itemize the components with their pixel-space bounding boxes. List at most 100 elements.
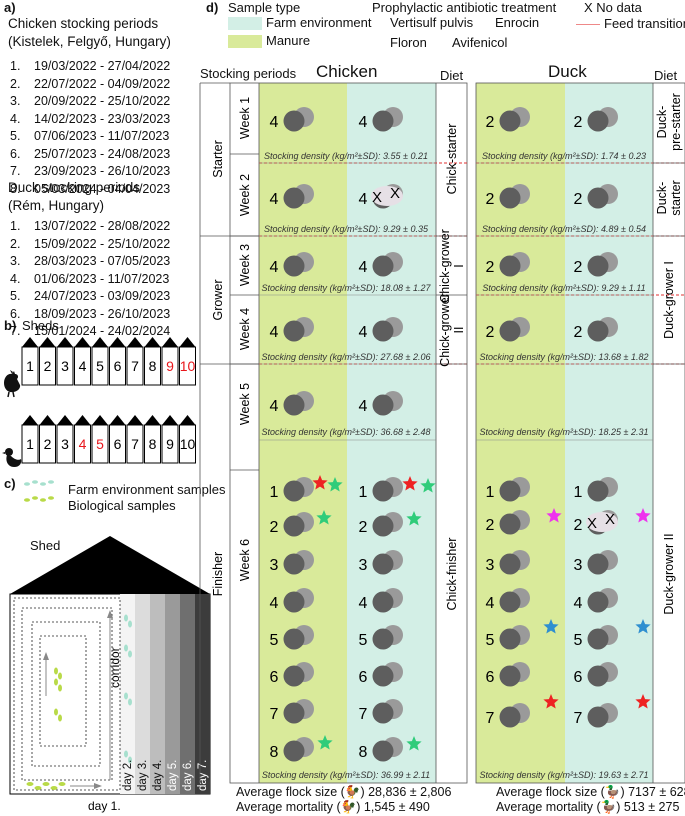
sample-marker: 4 bbox=[359, 252, 403, 277]
sample-circle bbox=[587, 255, 609, 277]
chicken-title: Chicken bbox=[316, 62, 378, 81]
sample-marker: 5 bbox=[359, 625, 403, 650]
sample-marker: 1 bbox=[270, 477, 314, 502]
avg-flock-duck-value: 7137 ± 628 bbox=[628, 785, 685, 799]
avg-mortality-chicken-value: 1,545 ± 490 bbox=[363, 800, 430, 814]
period-dates: 07/06/2023 - 11/07/2023 bbox=[34, 129, 170, 143]
manure-swatch bbox=[228, 35, 262, 48]
duck-stocking-density: Stocking density (kg/m²±SD): 13.68 ± 1.8… bbox=[480, 352, 649, 362]
sample-count: 2 bbox=[359, 519, 368, 536]
duck-icon: 🦆 bbox=[600, 800, 617, 814]
duck-diet-label: Duck-pre-starter bbox=[655, 93, 683, 151]
period-number: 6. bbox=[10, 306, 21, 321]
sample-circle bbox=[372, 740, 394, 762]
diet-label-line: Duck-grower II bbox=[662, 533, 676, 614]
farm-env-swatch bbox=[228, 17, 262, 30]
sample-circle bbox=[499, 110, 521, 132]
chicken-icon bbox=[4, 370, 21, 398]
sample-count: 5 bbox=[486, 632, 495, 649]
sample-count: 5 bbox=[574, 632, 583, 649]
shed-body bbox=[109, 346, 126, 386]
shed-body bbox=[144, 346, 161, 386]
sample-circle bbox=[499, 480, 521, 502]
sample-count: 2 bbox=[486, 114, 495, 131]
sample-count: 4 bbox=[270, 191, 279, 208]
duck-stocking-density: Stocking density (kg/m²±SD): 9.29 ± 1.11 bbox=[482, 283, 645, 293]
sample-circle bbox=[499, 187, 521, 209]
sample-marker: 6 bbox=[359, 662, 403, 687]
sample-circle bbox=[587, 628, 609, 650]
sample-marker: 4 bbox=[270, 588, 314, 613]
shed-1: 1 bbox=[21, 415, 39, 464]
shed-body bbox=[39, 346, 56, 386]
period-number: 1. bbox=[10, 59, 21, 73]
sample-legend-icons bbox=[24, 480, 54, 502]
sample-count: 2 bbox=[574, 259, 583, 276]
chicken-stocking-density: Stocking density (kg/m²±SD): 9.29 ± 0.35 bbox=[264, 224, 429, 234]
avg-mortality-chicken: Average mortality (🐓) 1,545 ± 490 bbox=[236, 800, 430, 814]
chicken-diet-label: Chick-starter bbox=[445, 124, 459, 195]
shed-4: 4 bbox=[74, 337, 91, 386]
period-dates: 13/07/2022 - 28/08/2022 bbox=[34, 219, 171, 233]
chicken-stocking-density: Stocking density (kg/m²±SD): 27.68 ± 2.0… bbox=[262, 352, 431, 362]
shed-number: 5 bbox=[96, 436, 104, 452]
day-label: day 5. bbox=[167, 760, 179, 791]
treatment-title: Prophylactic antibiotic treatment bbox=[372, 0, 557, 15]
sample-marker: 4 bbox=[359, 317, 403, 342]
sample-marker: 2 bbox=[486, 184, 530, 209]
sample-circle bbox=[499, 628, 521, 650]
sheds-title: Sheds bbox=[22, 318, 59, 333]
sample-circle bbox=[372, 110, 394, 132]
duck-diet-label: Duck-grower I bbox=[662, 261, 676, 339]
shed-number: 10 bbox=[180, 436, 196, 452]
panel-d-letter: d) bbox=[206, 0, 219, 15]
sample-circle bbox=[283, 740, 305, 762]
sample-type-title: Sample type bbox=[228, 0, 301, 15]
sample-marker: 5 bbox=[574, 625, 618, 650]
sample-circle bbox=[372, 515, 394, 537]
period-number: 2. bbox=[10, 236, 21, 251]
sample-circle bbox=[499, 553, 521, 575]
duck-period-1: 1.13/07/2022 - 28/08/2022 bbox=[10, 218, 170, 236]
sample-count: 4 bbox=[574, 595, 583, 612]
shed-number: 7 bbox=[131, 436, 139, 452]
sample-marker: 6 bbox=[486, 662, 530, 687]
chicken-periods-subtitle: (Kistelek, Felgyő, Hungary) bbox=[8, 34, 171, 49]
sample-count: 4 bbox=[359, 398, 368, 415]
diet-label-line: Duck- bbox=[655, 182, 669, 215]
sample-marker: 6 bbox=[574, 662, 618, 687]
vertisulf-star-icon bbox=[312, 475, 328, 490]
enrocin-star-icon bbox=[406, 511, 422, 526]
sample-count: 2 bbox=[486, 259, 495, 276]
sample-count: 2 bbox=[574, 324, 583, 341]
shed-roof bbox=[57, 337, 73, 347]
shed-body bbox=[74, 424, 91, 464]
avifenicol-star-icon bbox=[635, 508, 651, 523]
shed-roof bbox=[144, 415, 161, 425]
period-dates: 14/02/2023 - 23/03/2023 bbox=[34, 111, 171, 126]
day-band bbox=[165, 594, 180, 794]
sample-circle bbox=[587, 320, 609, 342]
diet-label-line: II bbox=[452, 327, 466, 334]
enrocin-star-icon bbox=[420, 478, 436, 493]
shed-diagram: corridor day 2.day 3.day 4.day 5.day 6.d… bbox=[9, 536, 211, 813]
week-label: Week 5 bbox=[238, 383, 252, 425]
sample-count: 6 bbox=[486, 669, 495, 686]
shed-number: 8 bbox=[149, 358, 157, 374]
sample-count: 7 bbox=[270, 706, 279, 723]
shed-3: 3 bbox=[56, 415, 74, 464]
avg-mortality-chicken-prefix: Average mortality ( bbox=[236, 800, 341, 814]
shed-roof bbox=[179, 337, 196, 347]
corridor-label: corridor bbox=[108, 647, 122, 688]
sample-count: 4 bbox=[270, 114, 279, 131]
shed-number: 6 bbox=[114, 358, 122, 374]
chicken-period-2: 2.22/07/2022 - 04/09/2022 bbox=[10, 76, 170, 94]
shed-roof bbox=[22, 415, 38, 425]
avifenicol-label: Avifenicol bbox=[452, 35, 508, 50]
shed-body bbox=[161, 346, 179, 386]
duck-period-5: 5.24/07/2023 - 03/09/2023 bbox=[10, 288, 170, 306]
sample-circle bbox=[372, 591, 394, 613]
sample-marker: 4 bbox=[359, 588, 403, 613]
shed-body bbox=[39, 424, 56, 464]
